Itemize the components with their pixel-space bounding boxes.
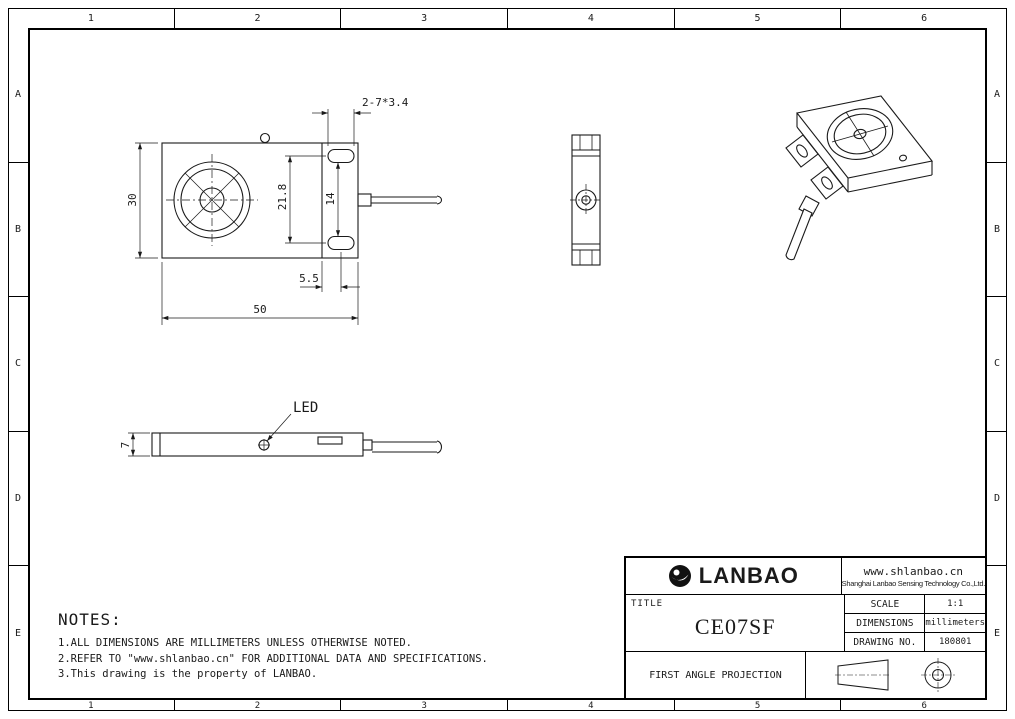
zone-row-label: A [14,89,22,101]
title-block-header-row: LANBAO www.shlanbao.cn Shanghai Lanbao S… [626,558,985,595]
zone-col-label: 3 [340,700,507,711]
iso-led-dot [898,154,908,162]
projection-symbols [806,652,985,698]
dim-length: 50 [253,303,266,316]
zone-strip-top: 1 2 3 4 5 6 [8,8,1007,28]
title-block: LANBAO www.shlanbao.cn Shanghai Lanbao S… [624,556,987,700]
zone-col-label: 4 [507,8,674,28]
drawing-no-value: 180801 [938,637,972,647]
part-number: CE07SF [694,614,776,639]
led-label: LED [293,400,318,416]
title-block-main-row: TITLE CE07SF SCALE 1:1 DIMENSIONS millim… [626,595,985,652]
meta-row-scale: SCALE 1:1 [845,595,985,613]
zone-strip-bottom: 1 2 3 4 5 6 [8,700,1007,711]
iso-tab-2 [810,166,844,200]
notes-heading: NOTES: [58,610,122,629]
dimensions-label: DIMENSIONS [845,614,926,632]
projection-label: FIRST ANGLE PROJECTION [626,652,806,698]
front-view-labels: 2-7*3.4 30 21.8 14 5.5 50 [126,96,409,316]
iso-cable [785,208,813,261]
note-item: 2.REFER TO "www.shlanbao.cn" FOR ADDITIO… [58,652,488,665]
zone-strip-right: A B C D E [987,28,1007,700]
zone-col-label: 1 [88,700,94,711]
zone-row-label: E [987,565,1007,700]
bottom-view-labels: 7 LED [119,400,318,448]
front-view-dimensions [135,109,371,325]
meta-table: SCALE 1:1 DIMENSIONS millimeters DRAWING… [845,595,985,651]
zone-col-label: 6 [840,700,1007,711]
zone-col-label: 3 [340,8,507,28]
company-website: www.shlanbao.cn [863,564,963,578]
bottom-view [151,432,443,457]
zone-row-label: C [8,296,28,431]
iso-tab-1 [785,134,819,168]
note-item: 3.This drawing is the property of LANBAO… [58,668,318,680]
zone-col-label: 4 [507,700,674,711]
dim-slot-width: 14 [324,192,337,206]
drawing-no-label: DRAWING NO. [845,633,926,651]
dim-slot-span: 21.8 [276,184,289,211]
front-led-dot [259,132,271,144]
zone-row-label: A [993,89,1001,101]
projection-symbol-side [835,659,891,691]
zone-col-label: 1 [87,12,94,24]
meta-row-dimensions: DIMENSIONS millimeters [845,613,985,632]
isometric-view [785,95,933,261]
scale-label: SCALE [845,595,926,613]
zone-row-label: C [987,296,1007,431]
dim-thickness: 7 [119,442,132,449]
projection-row: FIRST ANGLE PROJECTION [626,652,985,698]
note-item: 1.ALL DIMENSIONS ARE MILLIMETERS UNLESS … [58,637,413,649]
projection-symbol-end [921,658,955,692]
front-view [161,132,443,259]
zone-col-label: 6 [840,8,1007,28]
notes-section: NOTES: 1.ALL DIMENSIONS ARE MILLIMETERS … [58,610,498,683]
side-view [570,134,602,266]
zone-row-label: D [987,430,1007,566]
dim-hole-callout: 2-7*3.4 [362,96,409,109]
mounting-slot-top [327,148,355,164]
company-name: Shanghai Lanbao Sensing Technology Co.,L… [841,578,986,588]
scale-value: 1:1 [947,599,964,609]
led-leader-line [266,413,292,442]
mounting-slot-bottom [327,235,355,251]
bottom-view-dimensions [128,413,292,457]
zone-row-label: E [8,565,28,700]
cable-gland [357,193,372,207]
zone-col-label: 5 [673,8,841,28]
zone-col-label: 2 [173,700,341,711]
dim-height: 30 [126,193,139,206]
zone-row-label: B [8,161,28,297]
zone-row-label: D [8,430,28,566]
dimensions-value: millimeters [925,618,985,628]
sheet-inner-border [28,28,987,700]
title-cell: TITLE CE07SF [626,595,846,651]
logo-cell: LANBAO [626,558,842,594]
zone-col-label: 5 [673,700,841,711]
contact-cell: www.shlanbao.cn Shanghai Lanbao Sensing … [841,558,986,594]
drawing-canvas: 2-7*3.4 30 21.8 14 5.5 50 [119,95,933,457]
lanbao-wordmark: LANBAO [698,563,799,588]
iso-sensing-face [826,108,894,160]
zone-strip-left: A B C D E [8,28,28,700]
lanbao-logo-icon [668,564,692,588]
title-label: TITLE [631,599,664,609]
zone-col-label: 2 [173,8,341,28]
dim-slot-offset: 5.5 [299,272,319,285]
zone-row-label: B [987,161,1007,297]
meta-row-drawing-no: DRAWING NO. 180801 [845,632,985,651]
